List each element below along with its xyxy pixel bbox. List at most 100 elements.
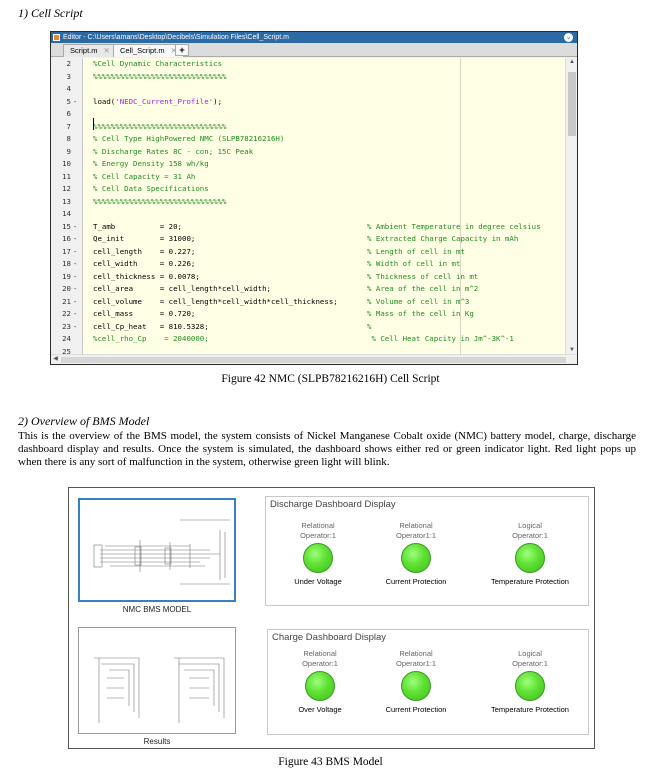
code-line: 8% Cell Type HighPowered NMC (SLPB782162… — [51, 133, 565, 146]
line-number: 16 — [62, 234, 71, 243]
code-text: Qe_init = 31000; — [93, 234, 196, 243]
line-number: 9 — [66, 146, 71, 156]
scroll-down-icon[interactable]: ▼ — [569, 347, 575, 353]
breakpoint-marker[interactable]: - — [73, 259, 78, 268]
nmc-bms-model-label: NMC BMS MODEL — [122, 605, 192, 614]
figure-caption-42: Figure 42 NMC (SLPB78216216H) Cell Scrip… — [221, 373, 440, 385]
close-icon[interactable]: ✕ — [170, 46, 177, 55]
green-lamp-icon — [401, 543, 431, 573]
section-heading-bms-overview: 2) Overview of BMS Model — [18, 414, 150, 428]
green-lamp-icon — [515, 671, 545, 701]
temperature-protection-indicator: Logical Operator:1 Temperature Protectio… — [480, 649, 580, 714]
green-lamp-icon — [305, 671, 335, 701]
tab-cell-script[interactable]: Cell_Script.m✕ — [113, 44, 184, 57]
line-number: 8 — [66, 134, 71, 143]
scroll-left-icon[interactable]: ◀ — [53, 356, 58, 362]
editor-tab-bar: Script.m✕ Cell_Script.m✕ + — [51, 43, 577, 57]
code-line: 18-cell_width = 0.226;% Width of cell in… — [51, 258, 565, 271]
code-line: 9% Discharge Rates 8C - con; 15C Peak — [51, 146, 565, 159]
line-number: 13 — [62, 196, 71, 206]
line-number: 17 — [62, 246, 71, 256]
code-comment: % Length of cell in mt — [367, 246, 465, 256]
current-protection-indicator: Relational Operator1:1 Current Protectio… — [366, 649, 466, 714]
editor-screenshot: Editor - C:\Users\amans\Desktop\Decibels… — [50, 31, 578, 365]
code-line: 16- Qe_init = 31000; % Extracted Charge Ca… — [51, 233, 565, 246]
code-text: load('NEDC_Current_Profile'); — [93, 96, 223, 106]
code-text: T_amb = 20; — [93, 221, 182, 231]
results-subsystem-block[interactable] — [78, 627, 236, 734]
code-comment: % Mass of the cell in Kg — [367, 309, 474, 318]
breakpoint-marker[interactable]: - — [73, 221, 78, 231]
code-comment: % Area of the cell in m^2 — [367, 284, 479, 293]
breakpoint-marker[interactable]: - — [73, 96, 78, 106]
breakpoint-marker[interactable]: - — [73, 246, 78, 256]
horizontal-scrollbar[interactable]: ◀ — [51, 354, 577, 364]
code-line: 14 — [51, 208, 565, 221]
indicator-caption: Operator:1 — [300, 531, 336, 540]
line-number: 18 — [62, 259, 71, 268]
scrollbar-thumb[interactable] — [568, 72, 576, 136]
code-comment: % Width of cell in mt — [367, 259, 461, 268]
code-comment: % Volume of cell in m^3 — [367, 296, 470, 306]
line-number: 25 — [62, 346, 71, 355]
breakpoint-marker[interactable]: - — [73, 321, 78, 331]
code-comment: % — [367, 321, 372, 331]
indicator-caption: Logical — [518, 521, 542, 530]
code-text: % Cell Data Specifications — [93, 184, 209, 193]
charge-dashboard-panel: Charge Dashboard Display Relational Oper… — [267, 629, 589, 735]
add-tab-button[interactable]: + — [175, 44, 189, 56]
line-number: 6 — [66, 109, 71, 118]
breakpoint-marker[interactable]: - — [73, 309, 78, 318]
discharge-dashboard-panel: Discharge Dashboard Display Relational O… — [265, 496, 589, 606]
indicator-label: Temperature Protection — [491, 577, 569, 586]
right-margin-line — [460, 58, 461, 354]
breakpoint-marker[interactable]: - — [73, 296, 78, 306]
charge-dashboard-title: Charge Dashboard Display — [272, 632, 387, 643]
line-number: 11 — [62, 171, 71, 181]
line-number-gutter — [51, 58, 83, 354]
code-line: 24%cell_rho_Cp = 2040000; % Cell Heat Ca… — [51, 333, 565, 346]
code-comment: % Cell Heat Capcity in Jm^-3K^-1 — [367, 334, 514, 343]
code-line: 11 % Cell Capacity = 31 Ah — [51, 171, 565, 184]
breakpoint-marker[interactable]: - — [73, 234, 78, 243]
current-protection-indicator: Relational Operator1:1 Current Protectio… — [366, 521, 466, 586]
line-number: 14 — [62, 209, 71, 218]
scrollbar-thumb[interactable] — [61, 357, 566, 363]
indicator-caption: Relational — [301, 521, 335, 530]
code-line: 6 — [51, 108, 565, 121]
body-paragraph: This is the overview of the BMS model, t… — [18, 430, 636, 468]
indicator-label: Current Protection — [385, 577, 447, 586]
indicator-caption: Operator:1 — [512, 659, 548, 668]
code-line: 7%%%%%%%%%%%%%%%%%%%%%%%%%%%%%% — [51, 121, 565, 134]
indicator-label: Under Voltage — [294, 577, 342, 586]
indicator-label: Over Voltage — [298, 705, 342, 714]
code-text: %%%%%%%%%%%%%%%%%%%%%%%%%%%%%% — [93, 196, 227, 206]
code-text: % Cell Capacity = 31 Ah — [93, 171, 196, 181]
line-number: 24 — [62, 334, 71, 343]
code-text: cell_mass = 0.720; — [93, 309, 196, 318]
vertical-scrollbar[interactable]: ▲ ▼ — [565, 58, 577, 354]
tab-script[interactable]: Script.m✕ — [63, 44, 117, 57]
code-text: %%%%%%%%%%%%%%%%%%%%%%%%%%%%%% — [93, 121, 227, 131]
editor-title-bar: Editor - C:\Users\amans\Desktop\Decibels… — [51, 32, 577, 43]
line-number: 21 — [62, 296, 71, 306]
editor-title: Editor - C:\Users\amans\Desktop\Decibels… — [63, 34, 290, 41]
nmc-bms-subsystem-block[interactable] — [78, 498, 236, 602]
chevron-down-icon[interactable]: ⌄ — [564, 33, 573, 42]
breakpoint-marker[interactable]: - — [73, 271, 78, 281]
line-number: 4 — [66, 84, 71, 93]
green-lamp-icon — [303, 543, 333, 573]
breakpoint-marker[interactable]: - — [73, 284, 78, 293]
indicator-caption: Operator:1 — [512, 531, 548, 540]
code-comment: % Thickness of cell in mt — [367, 271, 479, 281]
code-comment: % Ambient Temperature in degree celsius — [367, 221, 541, 231]
close-icon[interactable]: ✕ — [103, 46, 110, 55]
code-line: 17-cell_length = 0.227;% Length of cell … — [51, 246, 565, 259]
line-number: 20 — [62, 284, 71, 293]
indicator-caption: Operator1:1 — [395, 659, 437, 668]
code-comment: % Extracted Charge Capacity in mAh — [367, 234, 519, 243]
code-line: 23-cell_Cp_heat = 810.5328;% — [51, 321, 565, 334]
scroll-up-icon[interactable]: ▲ — [569, 59, 575, 65]
indicator-caption: Operator:1 — [302, 659, 338, 668]
